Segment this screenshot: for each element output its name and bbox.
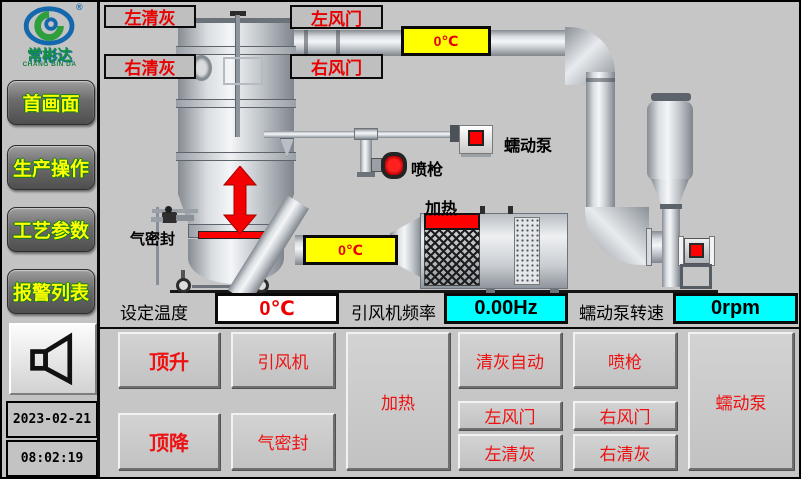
pump-speed-label: 蠕动泵转速: [579, 304, 664, 323]
fan-run-indicator: [689, 243, 704, 258]
left-damper-button[interactable]: 左风门: [290, 5, 383, 29]
set-temp-value[interactable]: 0℃: [215, 293, 339, 324]
speaker-icon: [30, 332, 73, 386]
fan-housing: [662, 209, 680, 287]
left-ash-ctrl-button[interactable]: 左清灰: [458, 434, 562, 470]
downcomer-pipe: [586, 72, 615, 214]
fan-inlet-flange: [646, 228, 652, 266]
inlet-temp-display: 0℃: [303, 235, 398, 265]
spray-gun-label: 喷枪: [411, 162, 444, 179]
duct-flange: [336, 30, 340, 56]
sidebar-item-process-params[interactable]: 工艺参数: [7, 207, 95, 252]
bowl-base-bar: [192, 285, 256, 288]
line-tee: [354, 128, 378, 140]
brand-logo-icon: [23, 6, 75, 46]
trolley-bar: [152, 209, 198, 213]
set-temp-label: 设定温度: [120, 304, 188, 323]
vessel-top-fitting: [230, 11, 246, 16]
silencer-top-flange: [651, 93, 691, 101]
pump-base: [461, 154, 491, 157]
pipe-flange: [586, 78, 615, 82]
left-ash-clean-button[interactable]: 左清灰: [104, 5, 196, 28]
duct-elbow-bottom: [585, 207, 649, 265]
pump-coupling: [450, 125, 460, 142]
brand-name-en: CHANG BIN DA: [22, 61, 77, 68]
heater-bolt: [480, 206, 485, 214]
spray-lance: [235, 15, 240, 137]
trolley-wheel: [176, 278, 191, 293]
left-damper-ctrl-button[interactable]: 左风门: [458, 401, 562, 430]
heater-coil-bank: [424, 224, 480, 286]
heater-bolt: [508, 206, 513, 214]
spray-gun-indicator: [381, 152, 407, 179]
panel-divider: [100, 327, 799, 329]
wheel-stem: [181, 270, 185, 280]
right-ash-ctrl-button[interactable]: 右清灰: [573, 434, 677, 470]
air-seal-label: 气密封: [130, 231, 176, 248]
air-seal-button[interactable]: 气密封: [231, 413, 335, 470]
vessel-band: [176, 152, 296, 161]
fan-freq-label: 引风机频率: [351, 304, 436, 323]
fan-freq-value[interactable]: 0.00Hz: [444, 293, 568, 324]
heating-button[interactable]: 加热: [346, 332, 450, 470]
right-ash-clean-button[interactable]: 右清灰: [104, 54, 196, 79]
air-seal-valve: [162, 212, 177, 223]
right-damper-ctrl-button[interactable]: 右风门: [573, 401, 677, 430]
duct-flange: [304, 30, 308, 56]
gun-drop-pipe: [360, 140, 372, 174]
sidebar-item-main-screen[interactable]: 首画面: [7, 80, 95, 125]
date-display: 2023-02-21: [6, 401, 98, 438]
air-seal-pipe: [176, 215, 194, 221]
peristaltic-pump-button[interactable]: 蠕动泵: [688, 332, 794, 470]
lance-bracket: [223, 57, 263, 85]
heater-run-indicator: [424, 213, 480, 230]
brand-logo: [22, 4, 80, 46]
fan-button[interactable]: 引风机: [231, 332, 335, 388]
fan-inlet-stub: [652, 231, 663, 263]
fan-motor-plate: [709, 236, 715, 266]
sidebar-item-alarm-list[interactable]: 报警列表: [7, 269, 95, 314]
heater-leg: [550, 289, 559, 294]
registered-mark: ®: [76, 2, 83, 12]
mute-button[interactable]: [9, 323, 97, 395]
inlet-air-filter: [514, 217, 540, 285]
lift-up-button[interactable]: 顶升: [118, 332, 220, 388]
pump-speed-value[interactable]: 0rpm: [673, 293, 798, 324]
gun-flange: [357, 172, 375, 177]
sidebar-item-production[interactable]: 生产操作: [7, 145, 95, 190]
fan-stand: [680, 264, 712, 289]
heater-leg: [486, 289, 495, 294]
spray-gun-button[interactable]: 喷枪: [573, 332, 677, 388]
pump-run-indicator: [468, 130, 484, 146]
silencer-bottom-flange: [660, 204, 682, 209]
floor-line: [170, 290, 718, 293]
valve-handle: [165, 206, 172, 213]
heating-label: 加热: [425, 201, 458, 218]
ash-clean-auto-button[interactable]: 清灰自动: [458, 332, 562, 388]
exhaust-temp-display: 0℃: [401, 26, 491, 56]
right-damper-button[interactable]: 右风门: [290, 54, 383, 79]
time-display: 08:02:19: [6, 440, 98, 477]
sidebar: ® 常彬达 CHANG BIN DA 首画面 生产操作 工艺参数 报警列表 20…: [2, 2, 98, 477]
air-seal-pipe: [151, 217, 163, 222]
sidebar-divider: [97, 2, 100, 477]
silencer-cone: [651, 179, 689, 206]
trolley-post: [156, 207, 159, 285]
lift-arrow-icon: [223, 166, 257, 234]
brand-name-cn: 常彬达: [26, 47, 72, 64]
peristaltic-pump-label: 蠕动泵: [504, 138, 553, 155]
silencer-body: [647, 101, 693, 181]
lift-down-button[interactable]: 顶降: [118, 413, 220, 470]
